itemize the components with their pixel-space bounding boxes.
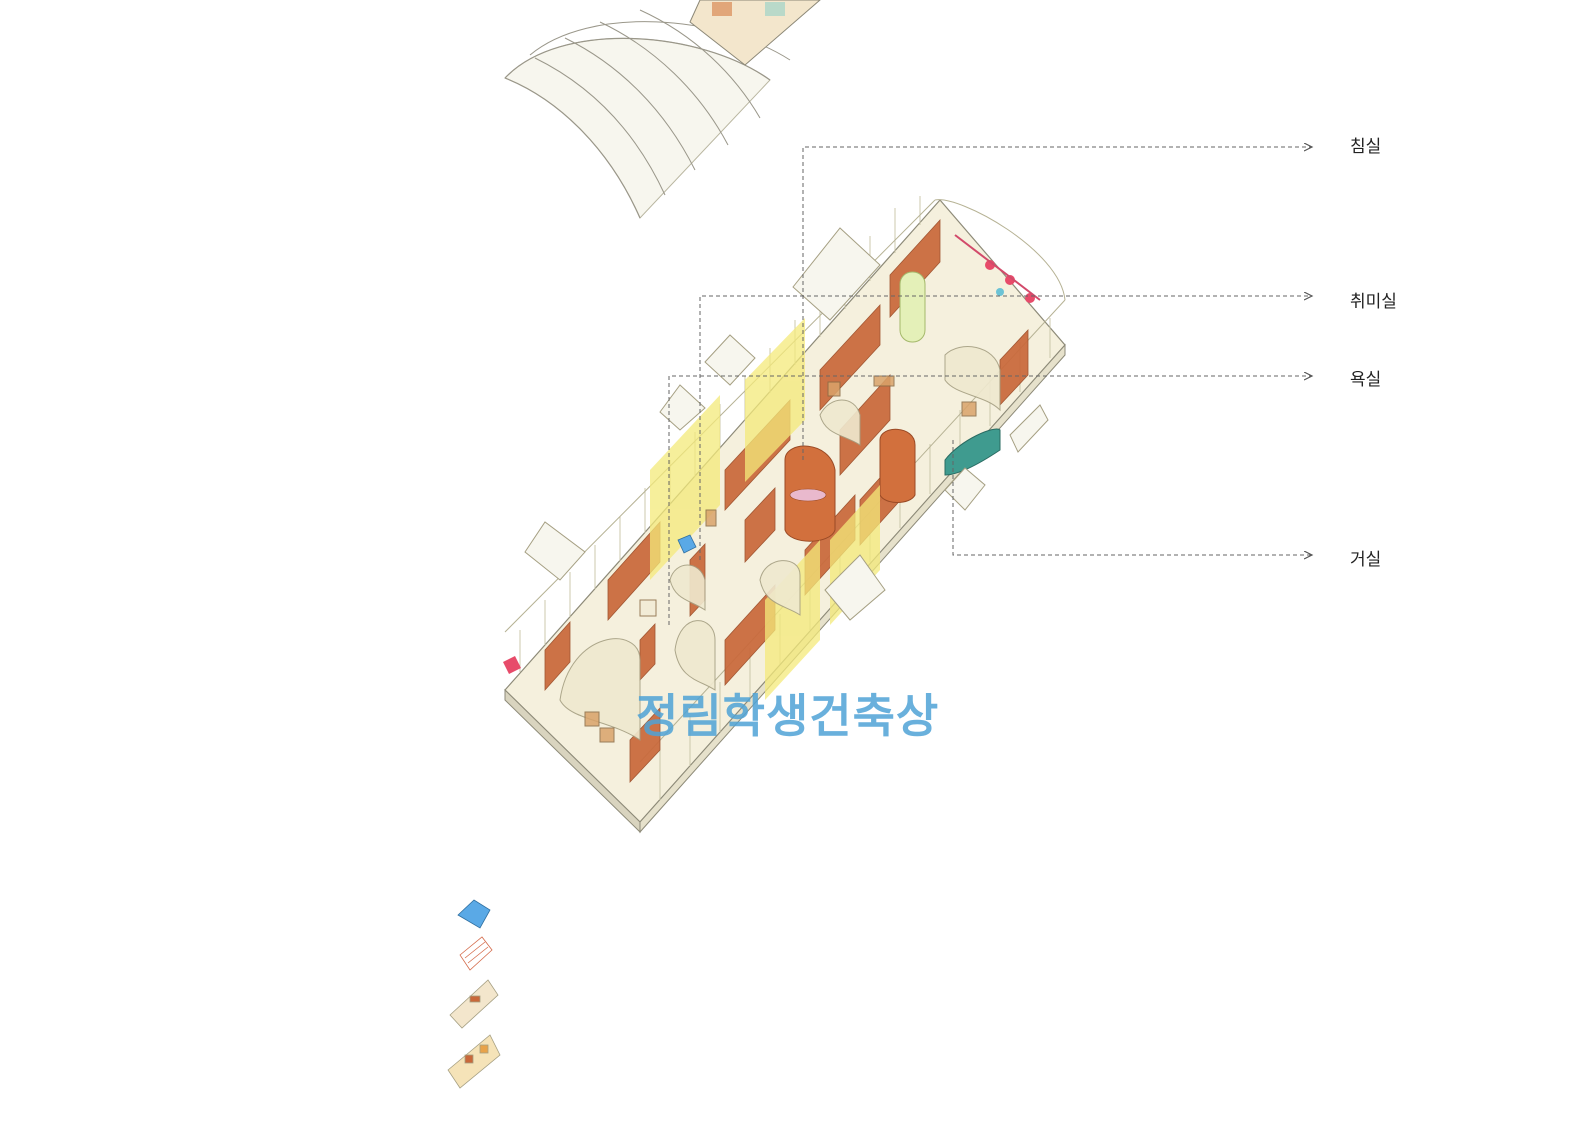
- label-living-room: 거실: [1350, 550, 1382, 570]
- roof-vault: [504, 0, 821, 219]
- leader-hobby-room: [699, 296, 1312, 560]
- leader-living-room: [952, 440, 1312, 555]
- leader-bedroom: [802, 147, 1312, 460]
- layer-thumb-4: [447, 1034, 501, 1089]
- leader-bathroom: [668, 376, 1312, 625]
- label-bathroom: 욕실: [1350, 370, 1382, 390]
- watermark-text: 정림학생건축상: [636, 689, 940, 743]
- layer-thumb-1: [457, 899, 491, 929]
- label-bedroom: 침실: [1350, 137, 1382, 157]
- round-room: [784, 428, 916, 542]
- layer-thumb-2: [459, 936, 493, 971]
- layer-thumb-3: [449, 979, 499, 1029]
- main-floor-volume: [503, 196, 1066, 834]
- leader-lines: [668, 147, 1312, 625]
- label-hobby-room: 취미실: [1350, 292, 1397, 312]
- layer-index: [447, 899, 501, 1089]
